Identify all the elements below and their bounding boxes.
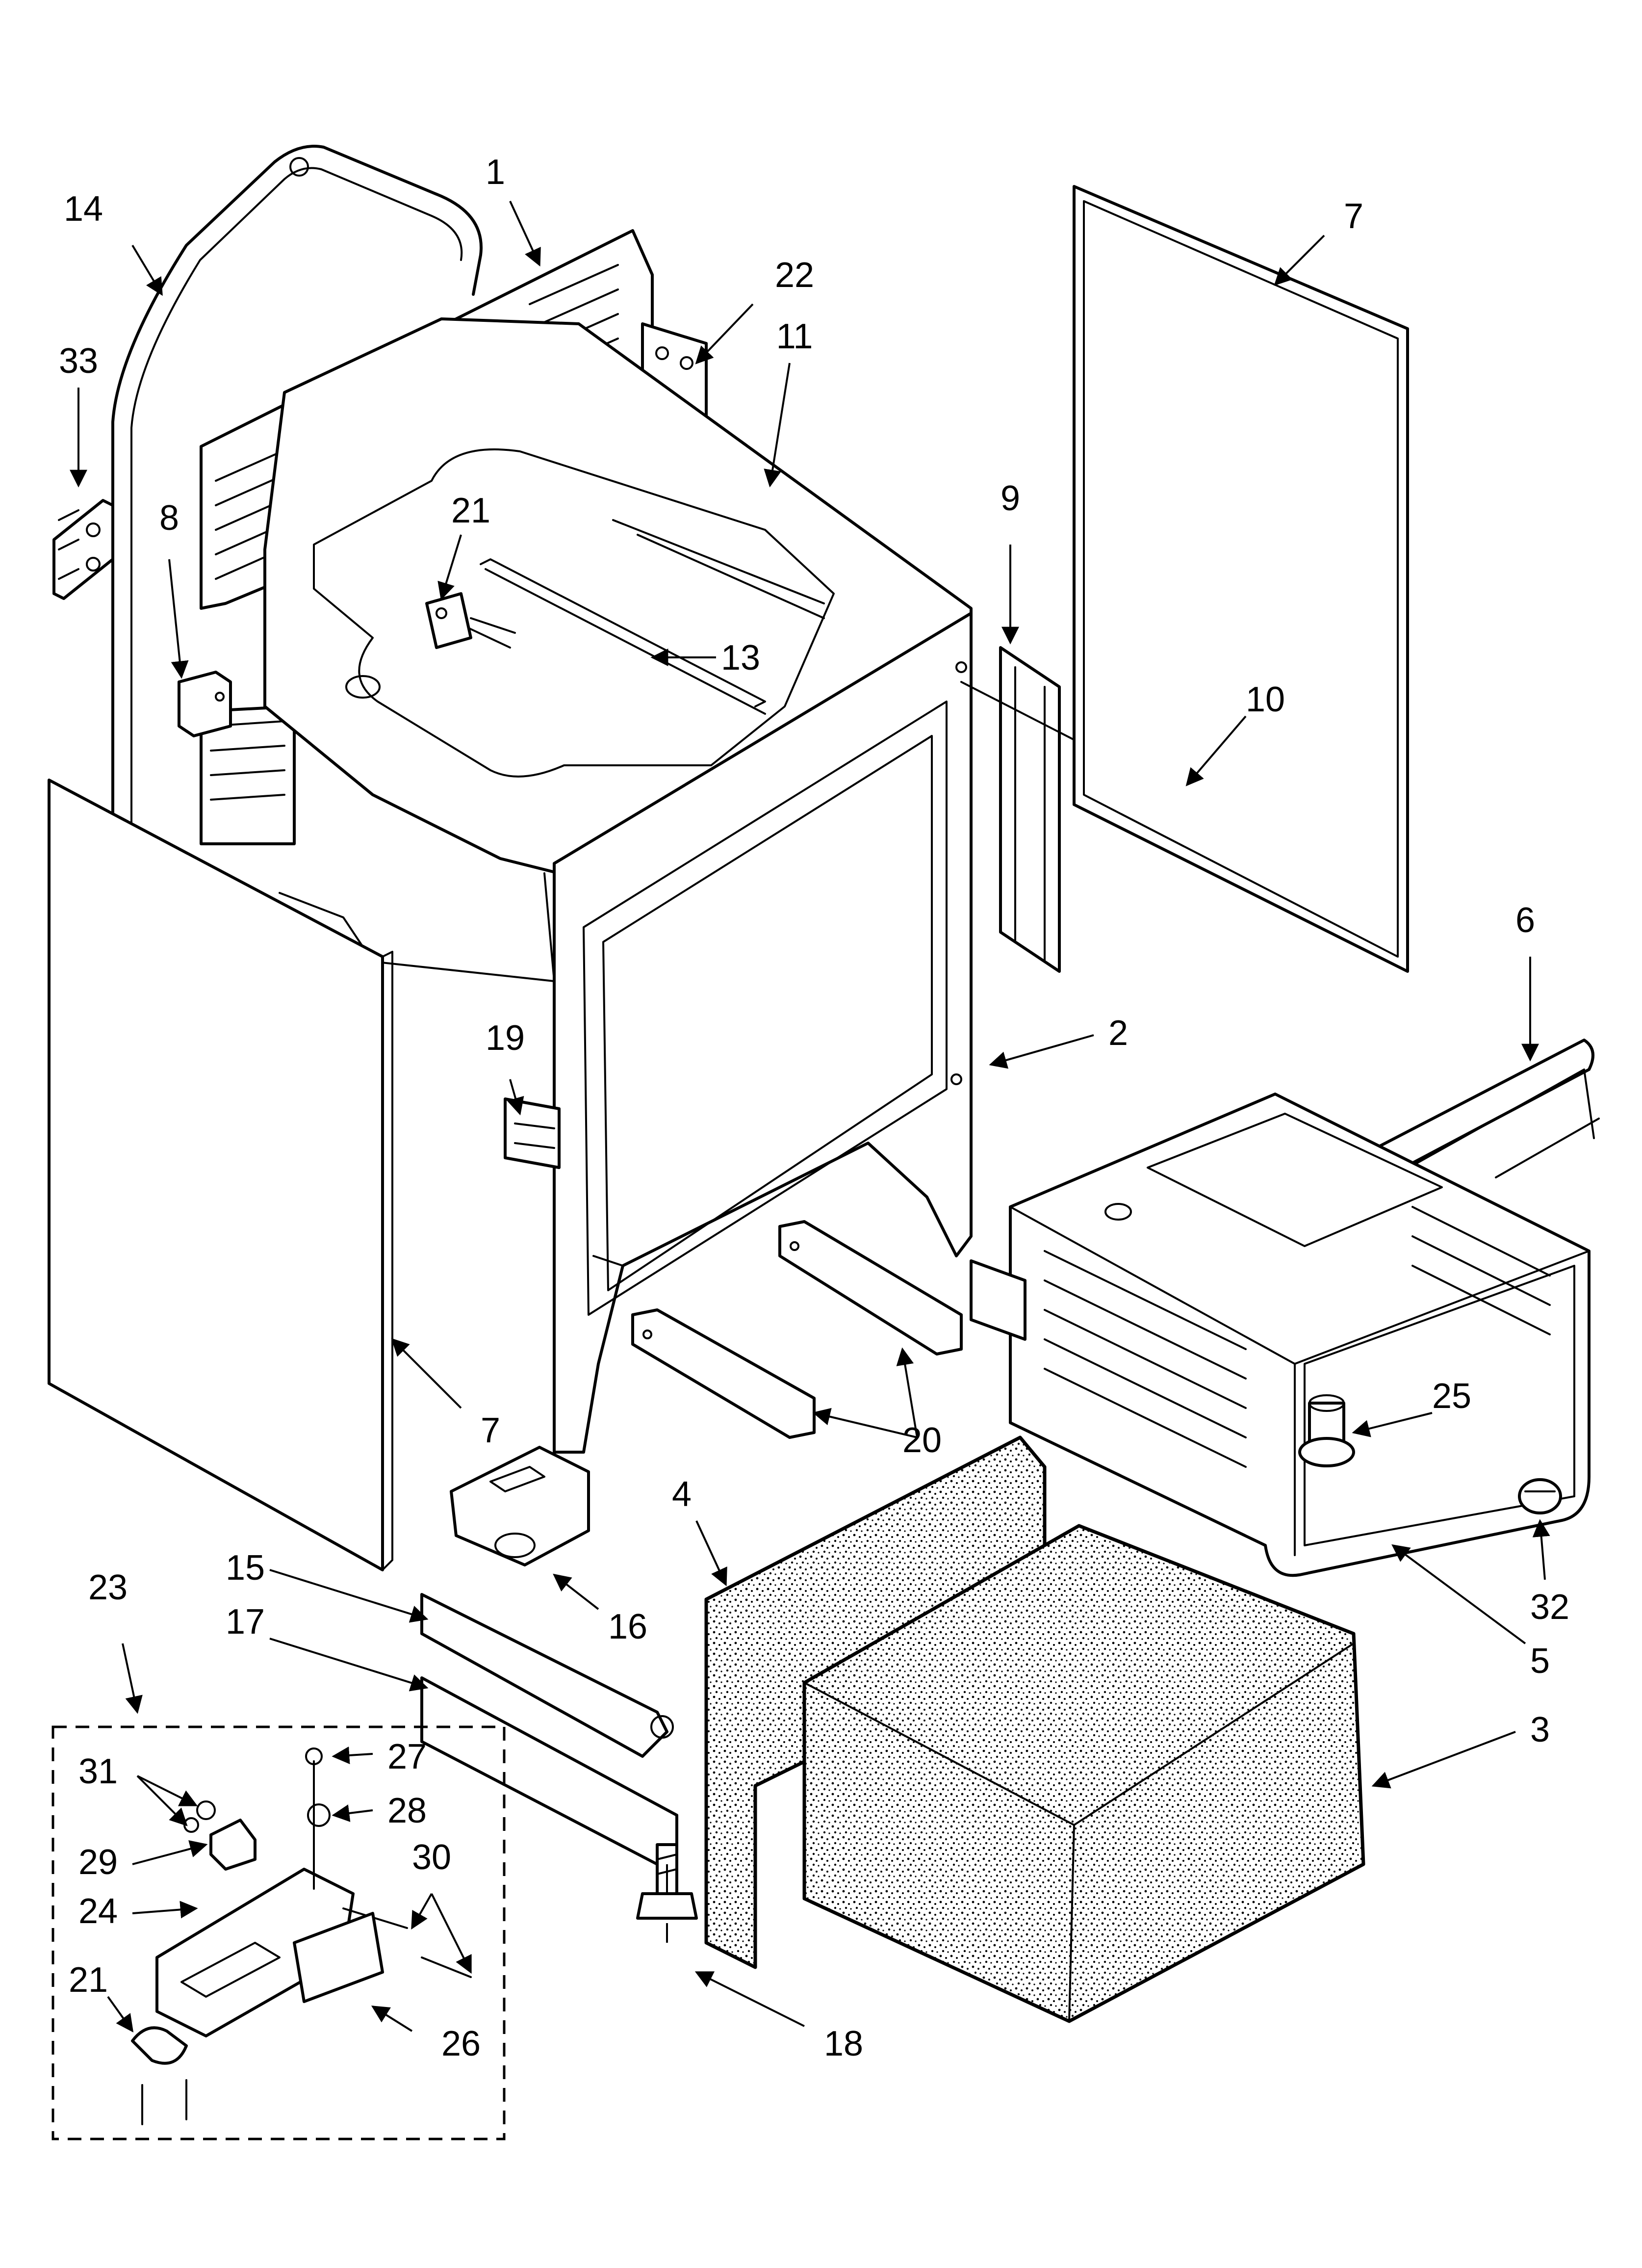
callout-7-top: 7 bbox=[1344, 197, 1363, 236]
callout-9: 9 bbox=[1001, 479, 1020, 518]
callout-25: 25 bbox=[1432, 1377, 1471, 1416]
callout-19: 19 bbox=[486, 1018, 525, 1058]
part-3-insulation-blanket bbox=[802, 1524, 1365, 2023]
callout-26: 26 bbox=[441, 2024, 481, 2063]
callout-10: 10 bbox=[1246, 680, 1285, 719]
callout-22: 22 bbox=[775, 256, 814, 295]
part-16-burner-housing bbox=[450, 1446, 590, 1566]
callout-17: 17 bbox=[226, 1602, 265, 1642]
part-19-bracket bbox=[504, 1097, 561, 1169]
part-15-burner-rail bbox=[420, 1593, 674, 1758]
callout-18: 18 bbox=[824, 2024, 863, 2063]
callout-16: 16 bbox=[608, 1607, 647, 1646]
callout-8: 8 bbox=[159, 498, 179, 538]
callout-27: 27 bbox=[387, 1737, 427, 1776]
callout-29: 29 bbox=[78, 1843, 118, 1882]
callout-20: 20 bbox=[902, 1421, 942, 1460]
callout-11: 11 bbox=[776, 317, 813, 356]
part-32-plug bbox=[1518, 1478, 1562, 1514]
part-2-front-frame bbox=[553, 612, 973, 1454]
part-33-terminal-block bbox=[52, 499, 114, 600]
callout-4: 4 bbox=[672, 1475, 692, 1514]
part-23-igniter-assembly bbox=[131, 1747, 472, 2125]
callout-labels: 1 22 11 14 7 33 8 21 13 9 10 6 2 19 20 7… bbox=[59, 153, 1569, 2063]
callout-21-top: 21 bbox=[451, 491, 490, 530]
callout-2: 2 bbox=[1108, 1014, 1128, 1053]
part-5-oven-cavity bbox=[970, 1093, 1591, 1577]
callout-30: 30 bbox=[412, 1838, 451, 1877]
callout-5: 5 bbox=[1530, 1642, 1550, 1681]
part-25-sensor-bulb bbox=[1298, 1394, 1355, 1467]
part-23-assembly-box bbox=[51, 1725, 506, 2140]
callout-6: 6 bbox=[1515, 901, 1535, 940]
callout-1: 1 bbox=[486, 153, 505, 192]
callout-14: 14 bbox=[64, 189, 103, 229]
part-8-switch bbox=[178, 671, 232, 737]
callout-7-bottom: 7 bbox=[481, 1411, 500, 1450]
part-20-support-rails bbox=[631, 1220, 963, 1439]
callout-21-bottom: 21 bbox=[69, 1960, 108, 2000]
callout-33: 33 bbox=[59, 341, 98, 381]
part-7-left-side-panel bbox=[48, 779, 393, 1571]
callout-24: 24 bbox=[78, 1892, 118, 1931]
part-7-right-side-panel bbox=[1073, 185, 1409, 973]
leader-lines bbox=[70, 201, 1550, 2033]
part-9-trim-strip bbox=[999, 646, 1061, 973]
callout-28: 28 bbox=[387, 1791, 427, 1830]
callout-15: 15 bbox=[226, 1548, 265, 1588]
callout-31: 31 bbox=[78, 1752, 118, 1791]
callout-23: 23 bbox=[88, 1568, 128, 1607]
part-18-leveling-leg bbox=[636, 1843, 698, 1920]
callout-3: 3 bbox=[1530, 1710, 1550, 1749]
callout-32: 32 bbox=[1530, 1588, 1569, 1627]
callout-13: 13 bbox=[721, 638, 760, 678]
